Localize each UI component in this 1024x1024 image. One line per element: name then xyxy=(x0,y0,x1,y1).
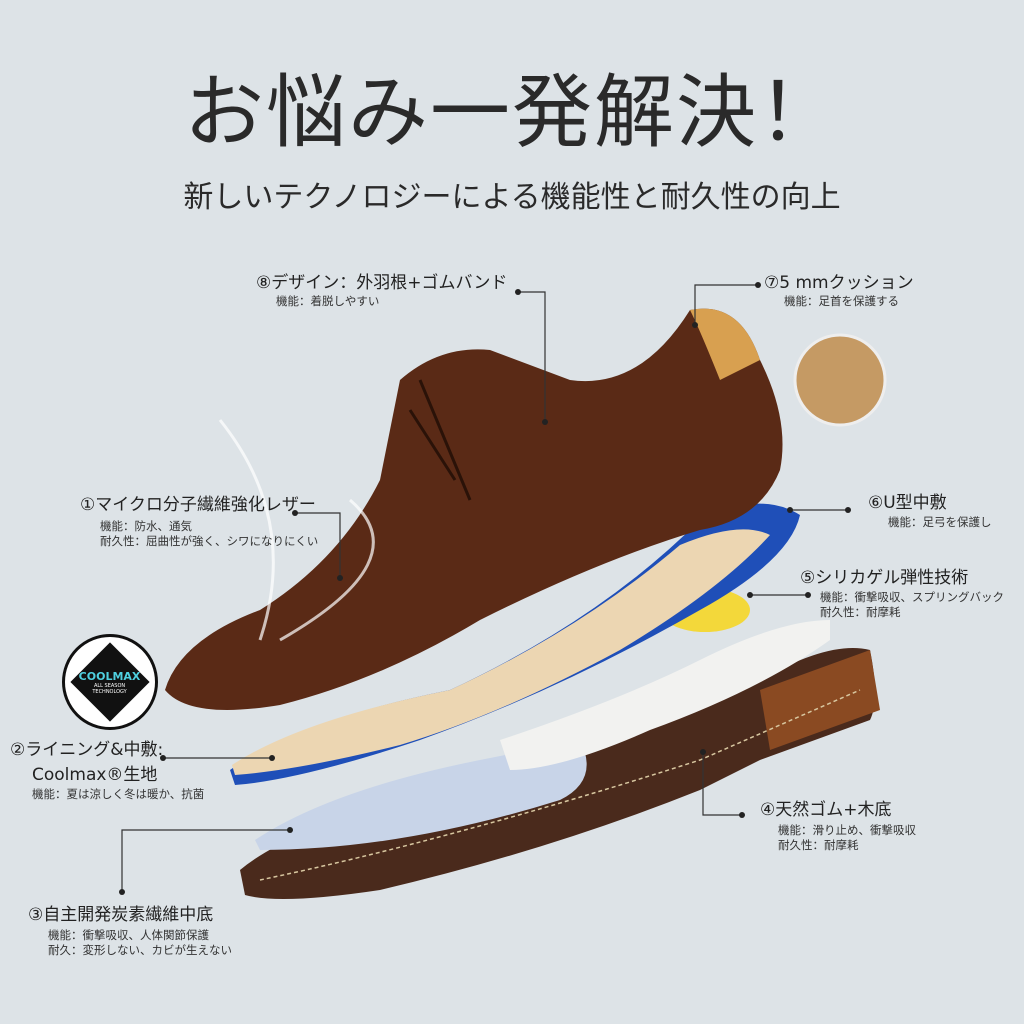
callout-cushion: ⑦5 mmクッション 機能：足首を保護する xyxy=(764,268,914,309)
callout-line: 機能：滑り止め、衝撃吸収 xyxy=(778,823,916,837)
callout-line: 機能：着脱しやすい xyxy=(276,294,380,308)
badge-tagline-1: ALL SEASON xyxy=(94,682,126,689)
page-title: お悩み一発解決！ xyxy=(184,66,840,159)
callout-silica-gel: ⑤シリカゲル弾性技術 機能：衝撃吸収、スプリングバック 耐久性：耐摩耗 xyxy=(800,563,1004,620)
callout-title: ③自主開発炭素繊維中底 xyxy=(28,905,214,925)
callout-title: ⑤シリカゲル弾性技術 xyxy=(800,568,969,588)
callout-rubber-wood-sole: ④天然ゴム+木底 機能：滑り止め、衝撃吸収 耐久性：耐摩耗 xyxy=(760,795,916,853)
coolmax-logo: COOLMAX xyxy=(79,669,141,683)
callout-line: 耐久性：耐摩耗 xyxy=(820,605,901,619)
callout-line: 機能：衝撃吸収、人体関節保護 xyxy=(48,928,209,942)
white-heel-insole xyxy=(500,620,830,770)
heel-block xyxy=(760,650,880,750)
callout-title: ⑧デザイン：外羽根+ゴムバンド xyxy=(256,273,508,293)
callout-design: ⑧デザイン：外羽根+ゴムバンド 機能：着脱しやすい xyxy=(256,268,507,309)
callout-u-insole: ⑥U型中敷 機能：足弓を保護し xyxy=(868,488,992,530)
callout-line: 機能：足弓を保護し xyxy=(888,515,992,529)
callout-title-2: Coolmax®生地 xyxy=(32,765,158,785)
coolmax-badge: COOLMAX ALL SEASON TECHNOLOGY xyxy=(62,634,158,730)
callout-title: ②ライニング&中敷: xyxy=(10,740,164,760)
callout-line: 機能：夏は涼しく冬は暖か、抗菌 xyxy=(32,787,205,801)
badge-tagline-2: TECHNOLOGY xyxy=(92,688,128,695)
callout-title: ①マイクロ分子繊維強化レザー xyxy=(80,495,316,515)
callout-lining: ②ライニング&中敷: Coolmax®生地 機能：夏は涼しく冬は暖か、抗菌 xyxy=(10,735,204,802)
callout-carbon-midsole: ③自主開発炭素繊維中底 機能：衝撃吸収、人体関節保護 耐久：変形しない、カビが生… xyxy=(28,900,232,958)
shoe-upper xyxy=(165,308,783,710)
page-subtitle: 新しいテクノロジーによる機能性と耐久性の向上 xyxy=(183,180,841,215)
callout-title: ⑦5 mmクッション xyxy=(764,273,914,293)
callout-line: 耐久性：耐摩耗 xyxy=(778,838,859,852)
callout-line: 耐久：変形しない、カビが生えない xyxy=(48,943,232,957)
callout-line: 機能：足首を保護する xyxy=(784,294,899,308)
callout-line: 機能：防水、通気 xyxy=(100,519,192,533)
callout-line: 耐久性：屈曲性が強く、シワになりにくい xyxy=(100,534,319,548)
cushion-detail xyxy=(793,333,887,427)
callout-title: ④天然ゴム+木底 xyxy=(760,800,892,820)
carbon-midsole xyxy=(255,740,587,850)
callout-leather: ①マイクロ分子繊維強化レザー 機能：防水、通気 耐久性：屈曲性が強く、シワになり… xyxy=(80,490,318,549)
callout-line: 機能：衝撃吸収、スプリングバック xyxy=(820,590,1004,604)
callout-title: ⑥U型中敷 xyxy=(868,493,947,513)
